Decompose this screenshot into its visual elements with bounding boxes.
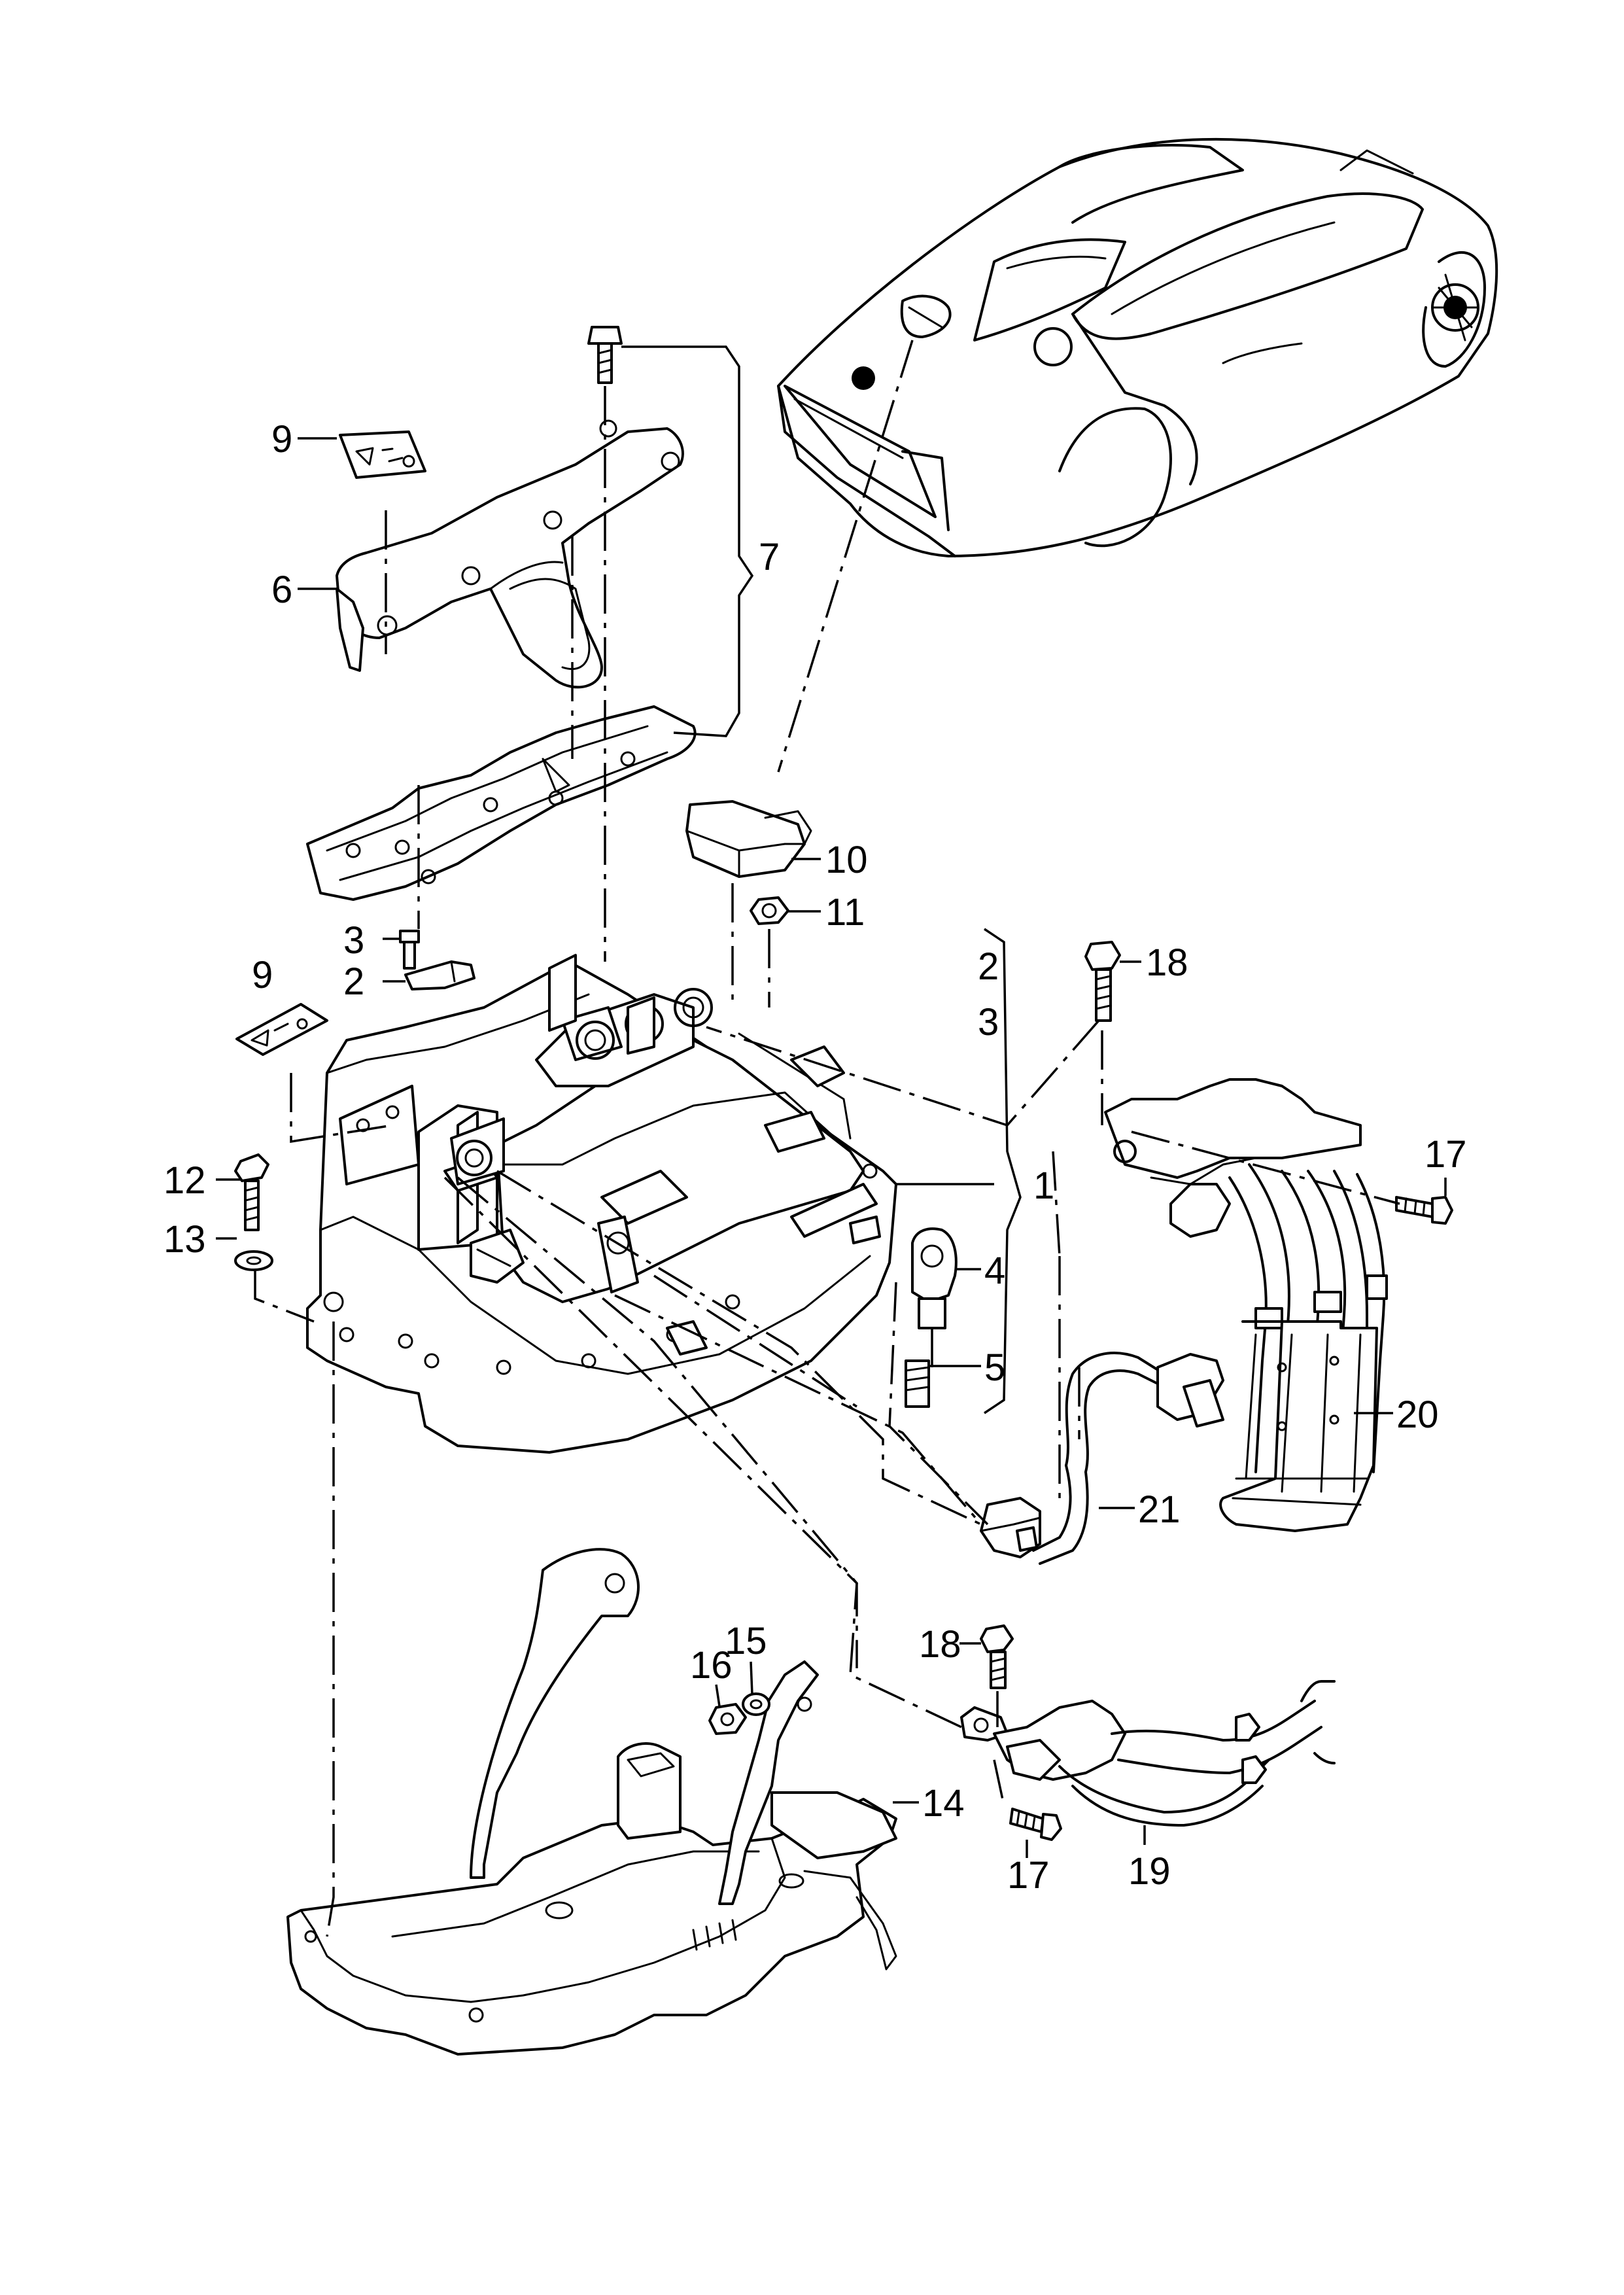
bolt-lower: [1009, 1808, 1062, 1841]
bolt-upper-right: [1395, 1196, 1453, 1225]
callout-15: 15: [725, 1620, 767, 1662]
callout-3-left: 3: [343, 919, 364, 962]
callout-21: 21: [1138, 1488, 1181, 1531]
leader-lines: [216, 437, 1447, 1858]
cover-screw: [587, 326, 623, 384]
callout-3-right: 3: [978, 1001, 999, 1043]
callout-14: 14: [922, 1782, 965, 1825]
callout-13: 13: [164, 1218, 206, 1261]
warning-label-lower: [235, 1003, 328, 1056]
assembly-bracket-1: [984, 928, 1022, 1414]
callout-9-upper: 9: [271, 418, 292, 461]
hex-bolt-upper: [1084, 941, 1121, 1022]
sensor-wire-harness: [980, 1352, 1224, 1565]
warning-label-upper: [339, 430, 426, 479]
hex-nut: [750, 896, 789, 925]
battery-cover: [336, 419, 684, 689]
callout-2-right: 2: [978, 945, 999, 988]
callout-1: 1: [1033, 1165, 1054, 1207]
callout-5: 5: [984, 1346, 1005, 1389]
locator-dash-line: [777, 340, 914, 773]
callout-18-lower: 18: [919, 1623, 961, 1666]
callout-10: 10: [825, 839, 868, 881]
callout-16: 16: [690, 1644, 733, 1687]
assembly-bracket-7: [621, 345, 754, 737]
ground-cable: [960, 1680, 1336, 1827]
lock-washer: [742, 1692, 770, 1716]
callout-9-lower: 9: [252, 954, 273, 996]
battery-cable-bundle: [1104, 1078, 1388, 1532]
callout-11: 11: [825, 891, 865, 934]
cable-clip: [404, 960, 475, 990]
callout-6: 6: [271, 569, 292, 611]
callout-17-upper: 17: [1425, 1133, 1467, 1176]
hex-bolt-left: [234, 1153, 269, 1231]
vehicle-locator-illustration: [777, 137, 1498, 557]
control-module: [685, 800, 812, 878]
sensor-bracket: [911, 1227, 958, 1329]
callout-17-lower: 17: [1007, 1854, 1050, 1897]
callout-18-upper: 18: [1146, 941, 1188, 984]
callout-7: 7: [759, 536, 780, 578]
callout-12: 12: [164, 1159, 206, 1202]
washer-left: [234, 1250, 273, 1271]
callout-19: 19: [1128, 1850, 1171, 1893]
callout-4: 4: [984, 1250, 1005, 1292]
flange-nut: [708, 1703, 747, 1735]
callout-20: 20: [1396, 1393, 1439, 1436]
battery-housing: [306, 954, 897, 1454]
callout-2-left: 2: [343, 960, 364, 1003]
small-screw: [399, 930, 420, 970]
assembly-dash-lines: [254, 386, 1400, 1937]
callout-numbers: 9 6 7 10 11 3 2 9 2 3 18 12 13 1 17 4 5 …: [164, 418, 1467, 1897]
battery-tray: [286, 1548, 897, 2056]
gasket-seal: [306, 705, 697, 901]
hex-bolt-lower: [980, 1624, 1014, 1689]
sensor-screw: [905, 1359, 930, 1408]
